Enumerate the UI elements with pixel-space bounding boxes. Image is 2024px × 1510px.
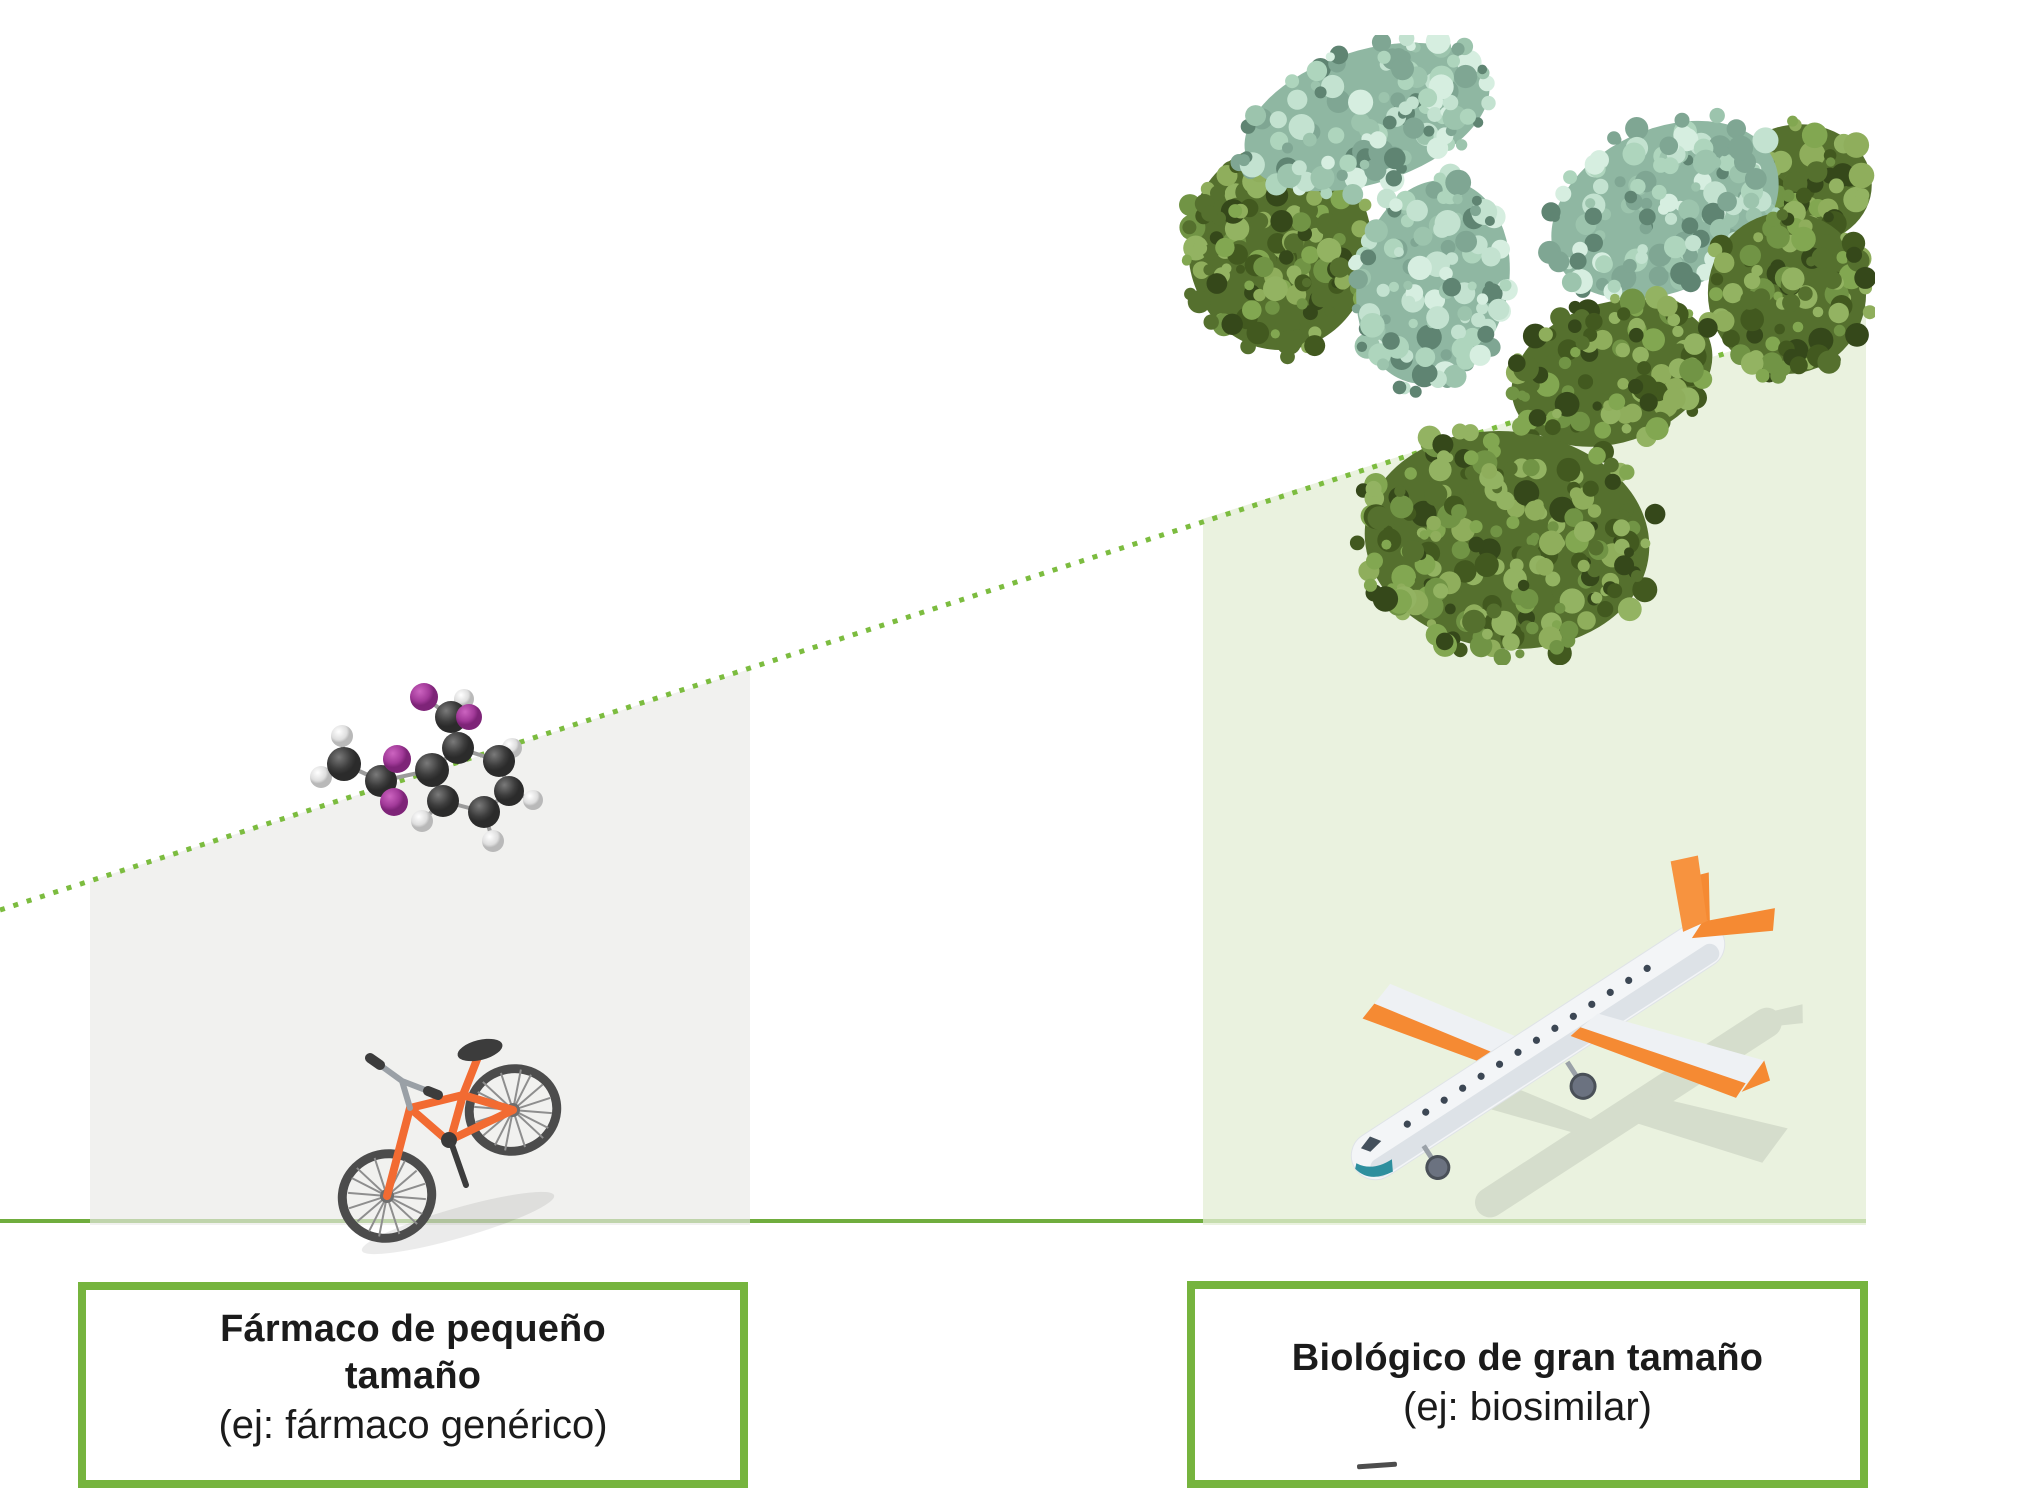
biologic-title: Biológico de gran tamaño (1291, 1337, 1764, 1379)
small-drug-title-line2: tamaño (344, 1355, 482, 1397)
small-molecule-icon (310, 683, 543, 852)
small-drug-label-box: Fármaco de pequeño tamaño (ej: fármaco g… (78, 1282, 748, 1488)
small-drug-title-line1: Fármaco de pequeño (220, 1308, 606, 1350)
bicycle-icon (337, 1038, 562, 1255)
small-drug-subtitle: (ej: fármaco genérico) (218, 1403, 608, 1447)
airplane-icon (1350, 855, 1803, 1218)
antibody-icon (1179, 35, 1875, 665)
biologic-subtitle: (ej: biosimilar) (1403, 1385, 1652, 1429)
biologic-label-box: Biológico de gran tamaño (ej: biosimilar… (1187, 1281, 1868, 1488)
stray-dash (1356, 1461, 1398, 1470)
ground-baseline (0, 1219, 1866, 1223)
